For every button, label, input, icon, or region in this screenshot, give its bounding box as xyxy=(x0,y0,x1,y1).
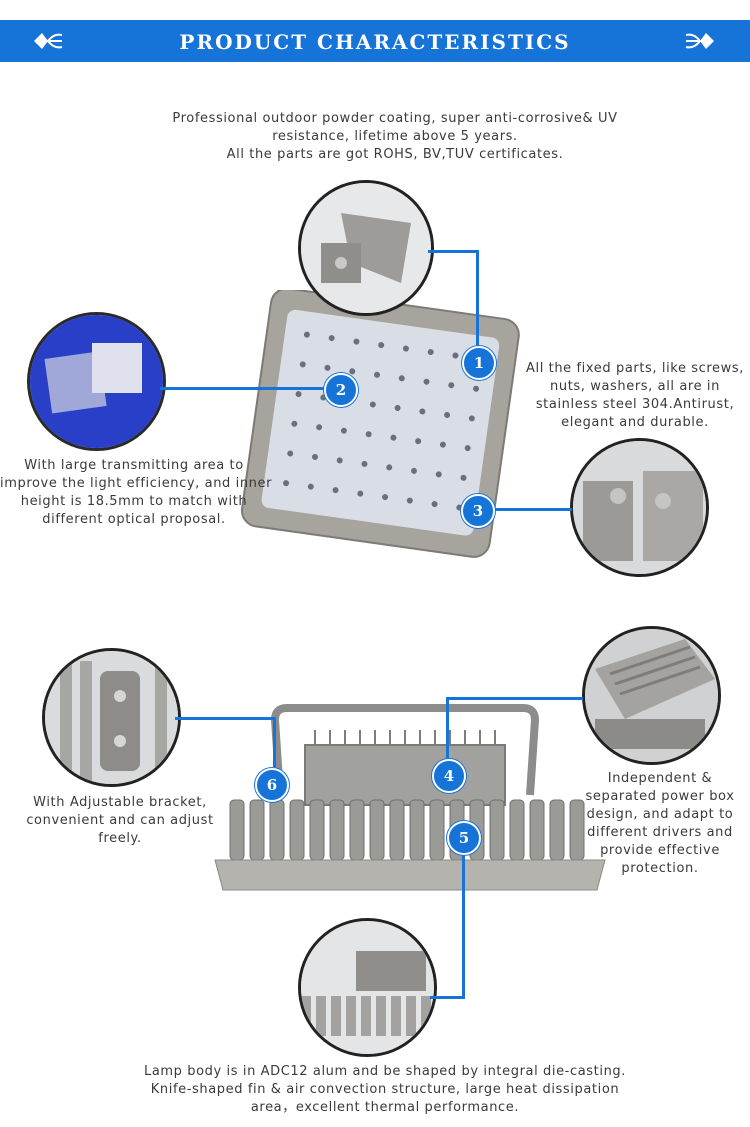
feature-4-text: Independent & separated power box design… xyxy=(570,770,750,878)
text-line: Knife-shaped fin & air convection struct… xyxy=(150,1082,620,1097)
feature-5-text: Lamp body is in ADC12 alum and be shaped… xyxy=(100,1063,670,1117)
lamp-front-image xyxy=(240,290,520,558)
intro-text: Professional outdoor powder coating, sup… xyxy=(150,110,640,164)
text-line: With Adjustable bracket, xyxy=(33,795,207,810)
detail-lens-image xyxy=(27,312,166,451)
text-line: Lamp body is in ADC12 alum and be shaped… xyxy=(144,1064,626,1079)
header-banner: PRODUCT CHARACTERISTICS xyxy=(0,20,750,62)
connector-line xyxy=(273,717,276,767)
feature-2-text: With large transmitting area to improve … xyxy=(0,457,273,529)
lamp-back-image xyxy=(214,704,606,891)
connector-line xyxy=(160,387,330,390)
text-line: provide effective xyxy=(600,843,720,858)
intro-line: All the parts are got ROHS, BV,TUV certi… xyxy=(226,147,564,162)
text-line: convenient and can adjust xyxy=(26,813,214,828)
connector-line xyxy=(462,852,465,998)
flourish-icon xyxy=(34,33,63,49)
feature-badge-1: 1 xyxy=(462,346,496,380)
connector-line xyxy=(446,697,449,762)
text-line: improve the light efficiency, and inner xyxy=(0,476,273,491)
feature-badge-5: 5 xyxy=(447,821,481,855)
text-line: elegant and durable. xyxy=(561,415,709,430)
detail-adjust-bracket-image xyxy=(42,648,181,787)
feature-badge-6: 6 xyxy=(255,768,289,802)
flourish-icon xyxy=(685,33,714,49)
page-title: PRODUCT CHARACTERISTICS xyxy=(179,30,571,54)
connector-line xyxy=(476,250,479,350)
detail-screws-image xyxy=(570,438,709,577)
detail-power-box-image xyxy=(582,626,721,765)
text-line: All the fixed parts, like screws, xyxy=(525,361,744,376)
text-line: freely. xyxy=(98,831,142,846)
intro-line: resistance, lifetime above 5 years. xyxy=(272,129,518,144)
connector-line xyxy=(446,697,583,700)
text-line: Independent & xyxy=(607,771,713,786)
detail-fins-image xyxy=(298,918,437,1057)
connector-line xyxy=(430,996,465,999)
feature-badge-3: 3 xyxy=(461,494,495,528)
intro-line: Professional outdoor powder coating, sup… xyxy=(172,111,618,126)
connector-line xyxy=(175,717,275,720)
text-line: stainless steel 304.Antirust, xyxy=(535,397,735,412)
connector-line xyxy=(492,508,572,511)
detail-bracket-image xyxy=(298,180,434,316)
text-line: With large transmitting area to xyxy=(24,458,244,473)
feature-badge-2: 2 xyxy=(324,373,358,407)
text-line: protection. xyxy=(621,861,699,876)
text-line: area，excellent thermal performance. xyxy=(250,1100,520,1115)
feature-badge-4: 4 xyxy=(432,759,466,793)
text-line: height is 18.5mm to match with xyxy=(20,494,248,509)
feature-3-text: All the fixed parts, like screws, nuts, … xyxy=(520,360,750,432)
connector-line xyxy=(428,250,478,253)
feature-6-text: With Adjustable bracket, convenient and … xyxy=(10,794,230,848)
text-line: nuts, washers, all are in xyxy=(550,379,720,394)
text-line: design, and adapt to xyxy=(586,807,734,822)
text-line: separated power box xyxy=(585,789,735,804)
text-line: different optical proposal. xyxy=(42,512,226,527)
text-line: different drivers and xyxy=(587,825,733,840)
